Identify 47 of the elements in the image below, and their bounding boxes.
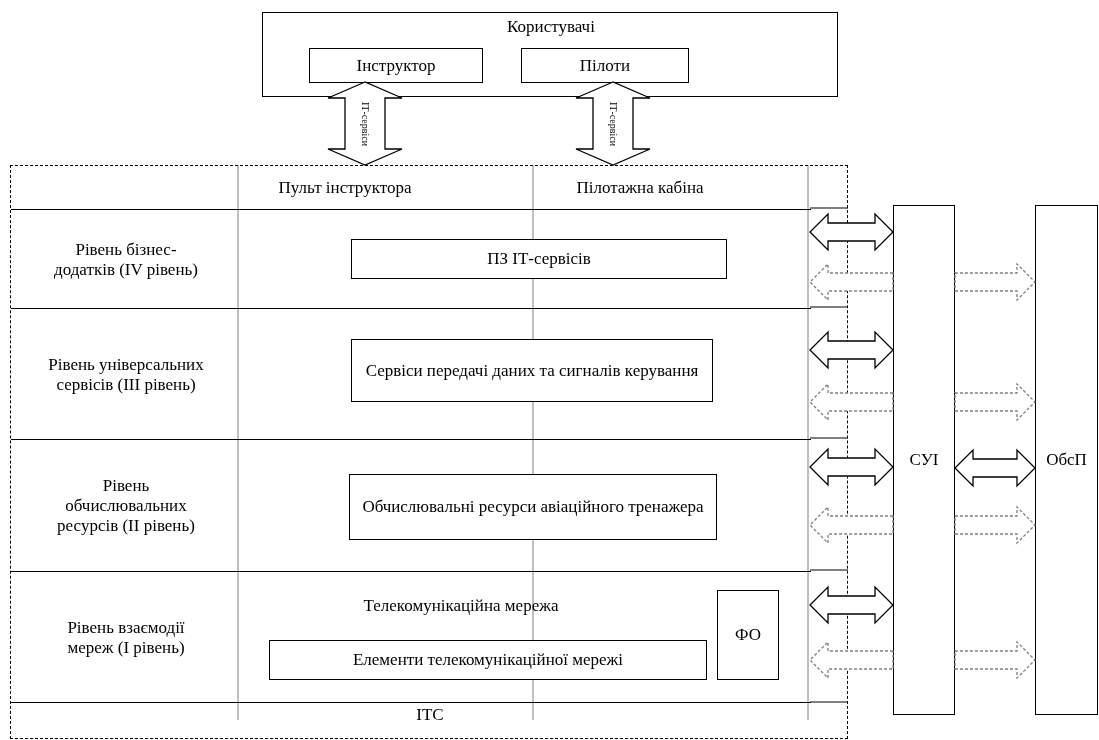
- layer-band: [11, 571, 811, 703]
- block-arrow: [954, 382, 1036, 422]
- group-box: [262, 12, 838, 97]
- block-arrow: [327, 81, 403, 166]
- edge-label: ІТ-сервіси: [607, 101, 619, 146]
- block-arrow: [575, 81, 651, 166]
- node-label: Рівень універсальних сервісів (III рівень): [47, 354, 205, 395]
- process-box: [351, 339, 713, 402]
- block-arrow: [809, 585, 894, 625]
- node-label: Користувачі: [507, 17, 595, 37]
- node-label: Телекомунікаційна мережа: [363, 596, 559, 616]
- block-arrow: [809, 447, 894, 487]
- node-label: ФО: [735, 625, 761, 645]
- system-boundary: [10, 165, 848, 739]
- process-box: [269, 640, 707, 680]
- node-label: СУІ: [909, 450, 939, 470]
- process-box: [349, 474, 717, 540]
- node-label: Інструктор: [356, 55, 436, 76]
- process-box: [521, 48, 689, 83]
- block-arrow: [809, 382, 894, 422]
- node-label: ОбсП: [1046, 450, 1087, 470]
- node-label: Рівень бізнес-додатків (IV рівень): [53, 239, 199, 280]
- block-arrow: [809, 640, 894, 680]
- node-label: ІТС: [416, 705, 444, 725]
- process-box: [309, 48, 483, 83]
- column-heading: Пілотажна кабіна: [575, 178, 705, 198]
- edge-label: ІТ-сервіси: [359, 101, 371, 146]
- node-label: Елементи телекомунікаційної мережі: [352, 650, 624, 670]
- node-label: Рівень взаємодії мереж (І рівень): [66, 618, 186, 658]
- process-box: [1035, 205, 1098, 715]
- process-box: [717, 590, 779, 680]
- block-arrow: [954, 640, 1036, 680]
- node-label: Обчислювальні ресурси авіаційного тренажера: [362, 497, 704, 517]
- node-label: Пілоти: [579, 55, 631, 76]
- node-label: ПЗ ІТ-сервісів: [487, 249, 591, 269]
- column-heading: Пульт інструктора: [277, 178, 413, 198]
- process-box: [893, 205, 955, 715]
- block-arrow: [809, 262, 894, 302]
- node-label: Рівень обчислювальних ресурсів (II рівень): [56, 476, 196, 536]
- node-label: Сервіси передачі даних та сигналів керування: [365, 360, 699, 381]
- block-arrow: [954, 448, 1036, 488]
- block-arrow: [954, 262, 1036, 302]
- process-box: [351, 239, 727, 279]
- block-arrow: [809, 505, 894, 545]
- block-arrow: [954, 505, 1036, 545]
- block-arrow: [809, 212, 894, 252]
- block-arrow: [809, 330, 894, 370]
